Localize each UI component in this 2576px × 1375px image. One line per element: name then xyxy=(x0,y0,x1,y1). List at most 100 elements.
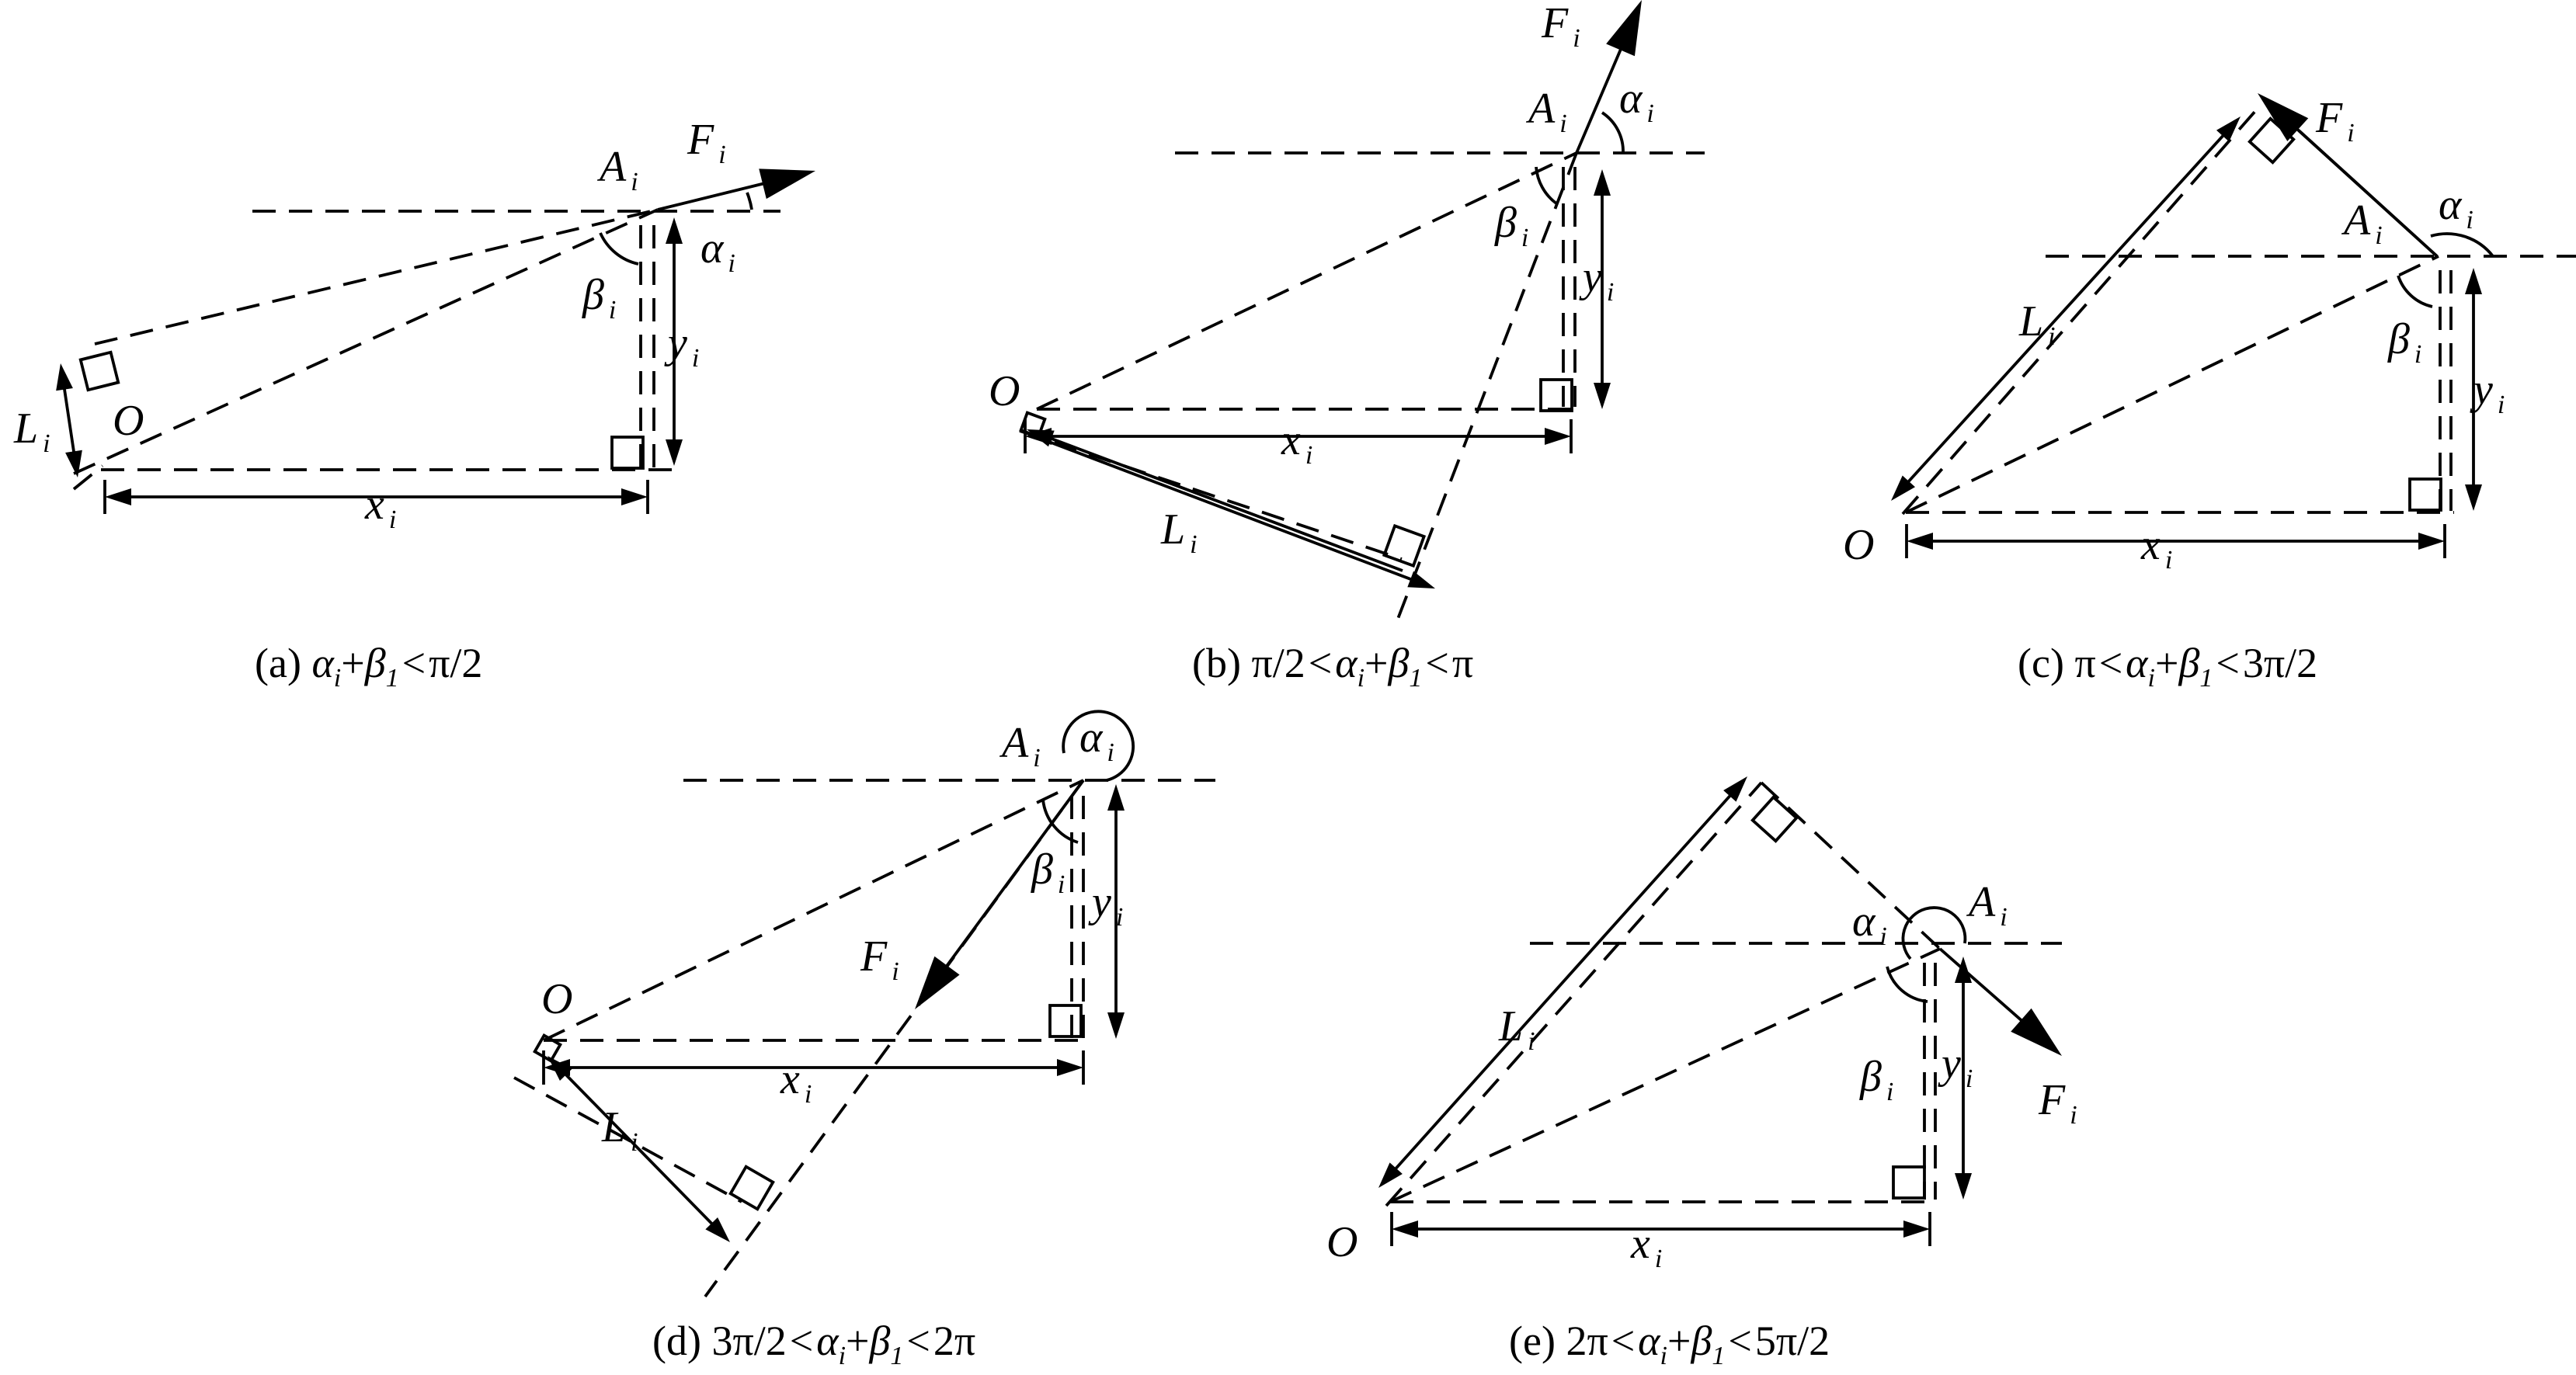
dimension-L-head xyxy=(1407,571,1435,589)
force-arrow xyxy=(1938,947,2031,1029)
dimension-L xyxy=(62,384,76,457)
dimension-y-head-start xyxy=(2465,268,2482,294)
dimension-L-head-start xyxy=(56,363,73,391)
dimension-y-head-end xyxy=(1955,1173,1972,1200)
label-O: O xyxy=(1326,1218,1358,1266)
dimension-x-head-end xyxy=(1903,1220,1930,1238)
line-of-action-extension xyxy=(1392,152,1578,630)
lever-to-A-line xyxy=(1760,781,1942,950)
right-angle-marker xyxy=(728,1165,775,1211)
angle-alpha-arc xyxy=(1601,111,1625,154)
angle-alpha-arc xyxy=(2430,232,2494,258)
dimension-L-head-start xyxy=(1723,776,1747,802)
dimension-L-arrow-back xyxy=(1045,435,1403,572)
label-O: O xyxy=(1843,521,1874,569)
angle-alpha-arc xyxy=(1901,906,1967,960)
label-O: O xyxy=(113,397,144,445)
right-angle-marker xyxy=(1382,523,1427,568)
line-of-action-extension xyxy=(704,779,1085,1298)
dimension-x-head-start xyxy=(1025,428,1052,445)
dimension-y-head-start xyxy=(666,217,683,244)
right-angle-marker xyxy=(610,436,645,470)
force-arrow xyxy=(657,179,774,211)
right-angle-marker xyxy=(1750,795,1799,843)
lever-arm-line xyxy=(1901,109,2258,516)
lever-arm-line xyxy=(1019,429,1403,561)
force-arrow xyxy=(939,779,1085,976)
right-angle-marker xyxy=(1539,378,1573,412)
O-to-A-line xyxy=(543,779,1084,1042)
dimension-L xyxy=(1391,790,1735,1174)
right-angle-marker xyxy=(2408,477,2442,512)
force-line xyxy=(2297,129,2439,258)
dimension-y-head-end xyxy=(666,439,683,466)
dimension-L xyxy=(1903,130,2228,487)
dimension-x-head-end xyxy=(621,488,648,505)
caption-b: (b) π/2<αi+β1<π xyxy=(1192,640,1473,693)
angle-beta-arc xyxy=(1535,166,1558,205)
dimension-L-head-start xyxy=(2216,116,2241,142)
dimension-x-head-end xyxy=(1057,1059,1083,1076)
angle-beta-arc xyxy=(599,232,639,266)
dimension-L-head-end xyxy=(705,1217,730,1242)
caption-e: (e) 2π<αi+β1<5π/2 xyxy=(1509,1318,1830,1370)
right-angle-marker xyxy=(1892,1165,1926,1200)
dimension-y-head-start xyxy=(1955,957,1972,983)
origin-stub xyxy=(72,464,104,491)
O-to-A-line xyxy=(73,208,659,475)
dimension-L-head-end xyxy=(65,450,82,477)
dimension-x-head-start xyxy=(1907,533,1933,550)
angle-alpha-arc xyxy=(746,192,753,210)
force-arrow-head xyxy=(759,168,815,200)
dimension-L xyxy=(561,1070,717,1228)
angle-beta-arc xyxy=(2397,275,2433,308)
angle-beta-arc xyxy=(1886,966,1928,1003)
dimension-x-head-start xyxy=(544,1059,570,1076)
force-arrow-head xyxy=(2258,93,2309,141)
O-to-A-line xyxy=(1389,947,1941,1203)
dimension-x-head-start xyxy=(105,488,131,505)
angle-alpha-arc xyxy=(1062,710,1135,782)
dimension-y-head-end xyxy=(1594,383,1611,409)
lever-arm-line xyxy=(94,208,659,345)
dimension-y-head-start xyxy=(1594,169,1611,196)
O-to-A-line xyxy=(1905,255,2439,514)
label-O: O xyxy=(541,975,572,1023)
dimension-y-head-start xyxy=(1107,784,1125,811)
